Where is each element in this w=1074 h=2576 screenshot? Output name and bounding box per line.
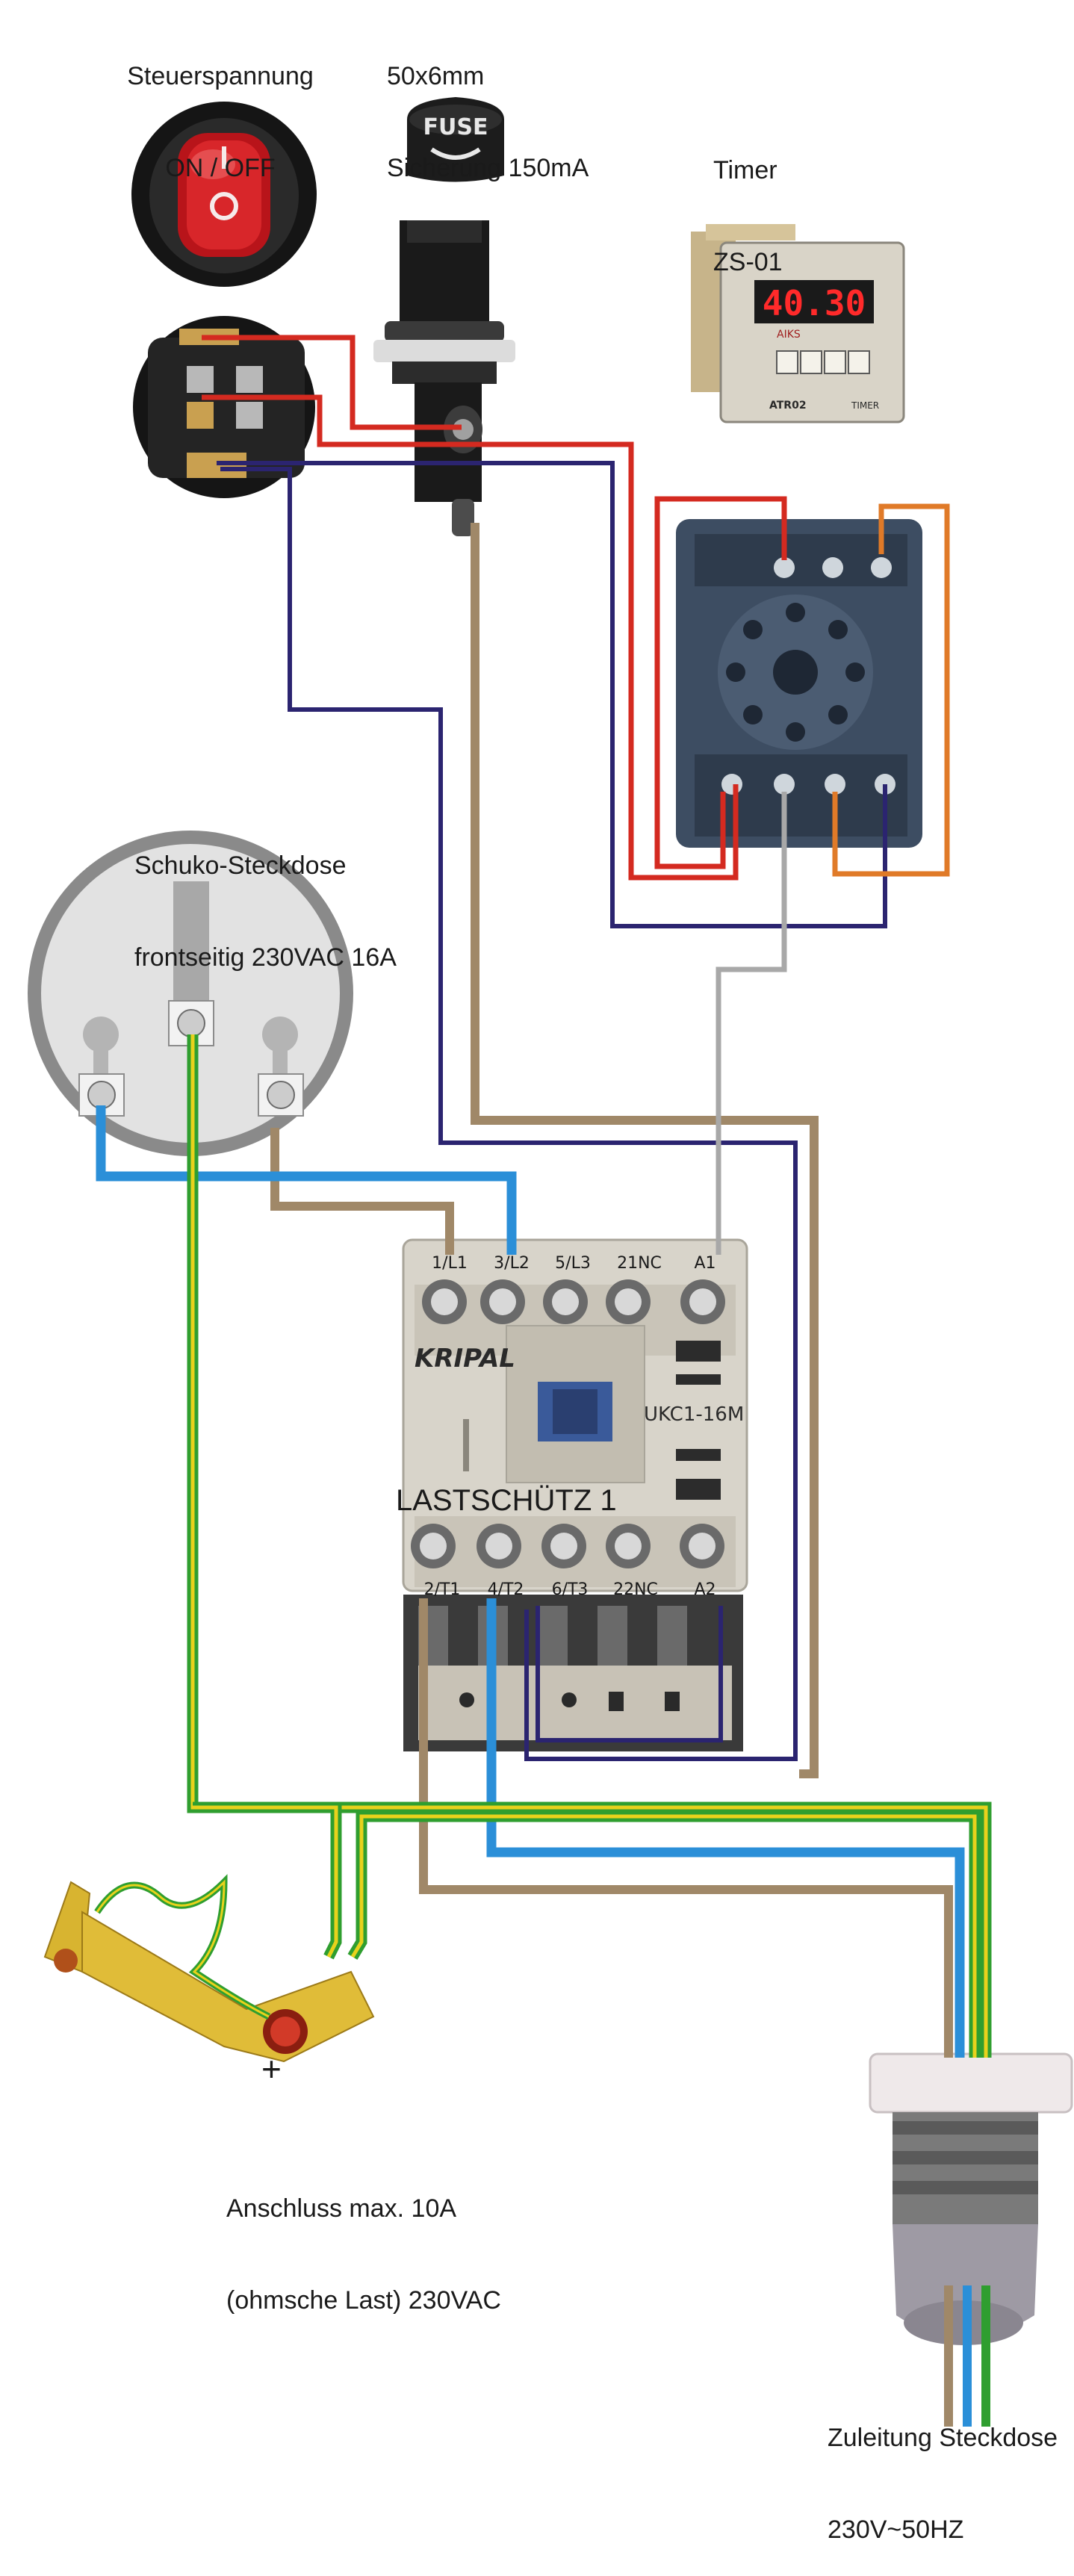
load-terminal-lug <box>43 1881 375 2063</box>
contactor-brand: KRIPAL <box>415 1344 515 1374</box>
contactor <box>402 1238 748 1751</box>
terminal-top-1: 1/L1 <box>432 1254 468 1273</box>
wiring-diagram: FUSE 40.30 AIKS ATR02 TIMER <box>28 97 1073 2427</box>
load-label: Anschluss max. 10A (ohmsche Last) 230VAC <box>226 2132 501 2347</box>
red-wire-timer-socket <box>654 496 787 869</box>
switch-label-line2: ON / OFF <box>165 154 276 182</box>
relay-socket <box>676 519 922 848</box>
blue-wire-T2-to-feed <box>486 1598 965 2061</box>
orange-wire-timer-socket <box>832 503 950 877</box>
cable-gland <box>869 2052 1073 2345</box>
red-wire-switch-b <box>202 394 739 881</box>
brown-wire-fuse-to-contactor <box>471 523 819 1778</box>
contactor-name: LASTSCHÜTZ 1 <box>396 1484 617 1517</box>
plus-sign: + <box>261 2049 282 2088</box>
timer-label-line1: Timer <box>713 156 777 184</box>
switch-label-line1: Steuerspannung <box>127 62 314 90</box>
rocker-switch-rear <box>133 316 315 498</box>
navy-wire-switch-to-socket <box>217 461 887 928</box>
timer-model: ATR02 <box>769 400 807 412</box>
terminal-bottom-4: 22NC <box>613 1580 658 1599</box>
socket-label: Schuko-Steckdose frontseitig 230VAC 16A <box>134 789 397 1004</box>
terminal-bottom-2: 4/T2 <box>488 1580 524 1599</box>
timer-brand: AIKS <box>777 329 801 341</box>
red-wire-switch-to-fuse <box>202 335 462 430</box>
timer-label: Timer ZS-01 <box>713 94 783 308</box>
timer-label-line2: ZS-01 <box>713 248 783 276</box>
terminal-top-2: 3/L2 <box>494 1254 530 1273</box>
terminal-top-5: A1 <box>694 1254 716 1273</box>
blue-wire-socket-to-L2 <box>96 1105 517 1255</box>
terminal-bottom-3: 6/T3 <box>552 1580 589 1599</box>
timer-module: 40.30 AIKS ATR02 TIMER <box>691 224 905 423</box>
feed-label: Zuleitung Steckdose 230V~50HZ <box>828 2362 1058 2576</box>
navy-wire-A2-loop <box>536 1606 723 1742</box>
grey-wire-timer-to-A1 <box>716 792 787 1255</box>
fuse-cap-label: FUSE <box>423 114 488 140</box>
timer-tag: TIMER <box>851 400 879 411</box>
fuse-label-line1: 50x6mm <box>387 62 485 90</box>
brown-wire-socket-to-L1 <box>270 1128 454 1255</box>
load-label-line2: (ohmsche Last) 230VAC <box>226 2286 501 2315</box>
switch-label: Steuerspannung ON / OFF <box>123 0 317 214</box>
terminal-bottom-1: 2/T1 <box>424 1580 461 1599</box>
feed-label-line2: 230V~50HZ <box>828 2516 964 2544</box>
fuse-cap: FUSE <box>407 97 504 182</box>
terminal-top-3: 5/L3 <box>555 1254 591 1273</box>
timer-display: 40.30 <box>763 283 866 323</box>
terminal-top-4: 21NC <box>617 1254 662 1273</box>
fuse-label-line2: Sicherung 150mA <box>387 154 589 182</box>
fuse-label: 50x6mm Sicherung 150mA <box>387 0 589 214</box>
navy-wire-switch-to-contactor <box>220 467 798 1761</box>
fuse-holder <box>373 220 515 536</box>
terminal-bottom-5: A2 <box>694 1580 716 1599</box>
socket-label-line1: Schuko-Steckdose <box>134 851 347 880</box>
feed-label-line1: Zuleitung Steckdose <box>828 2424 1058 2452</box>
socket-label-line2: frontseitig 230VAC 16A <box>134 943 397 972</box>
schuko-socket <box>28 831 353 1156</box>
brown-wire-T1-to-feed <box>419 1598 953 2061</box>
rocker-switch-front <box>131 102 317 287</box>
contactor-model: UKC1-16M <box>644 1403 744 1426</box>
load-label-line1: Anschluss max. 10A <box>226 2194 457 2223</box>
